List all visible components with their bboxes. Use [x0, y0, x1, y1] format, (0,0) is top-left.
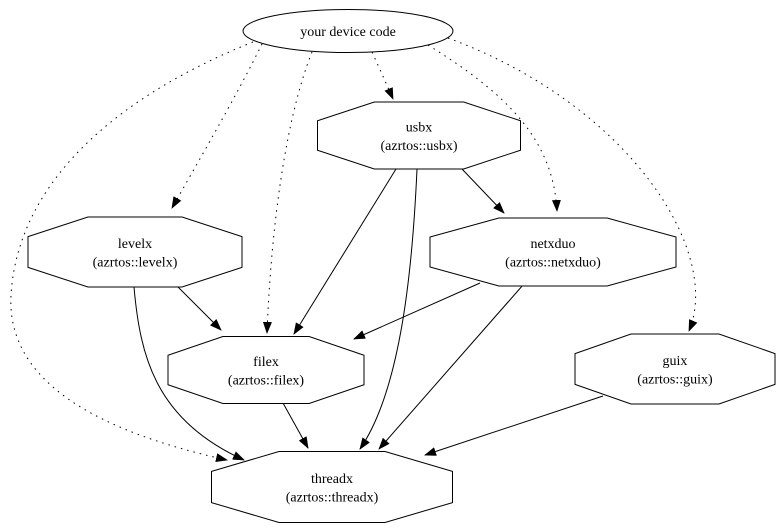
filex-shape: [167, 336, 365, 404]
edge-guix-threadx: [424, 395, 604, 456]
node-label: threadx: [311, 472, 353, 487]
node-label: netxduo: [530, 237, 575, 252]
node-levelx: levelx(azrtos::levelx): [27, 216, 243, 288]
edge-usbx-filex: [293, 168, 397, 335]
edge-netxduo-filex: [353, 282, 481, 340]
node-sublabel: (azrtos::filex): [228, 374, 305, 389]
threadx-shape: [211, 451, 453, 523]
edges-layer: [10, 37, 698, 463]
node-label: guix: [663, 354, 688, 369]
node-label: your device code: [300, 25, 396, 40]
node-sublabel: (azrtos::threadx): [286, 491, 379, 506]
edge-levelx-filex: [177, 286, 222, 331]
netxduo-shape: [429, 217, 677, 287]
node-sublabel: (azrtos::guix): [637, 373, 713, 388]
node-filex: filex(azrtos::filex): [167, 336, 365, 404]
node-threadx: threadx(azrtos::threadx): [211, 451, 453, 523]
edge-filex-threadx: [282, 402, 309, 449]
node-netxduo: netxduo(azrtos::netxduo): [429, 217, 677, 287]
guix-shape: [574, 333, 776, 405]
edge-usbx-threadx: [359, 168, 418, 450]
node-label: filex: [253, 355, 279, 370]
edge-netxduo-threadx: [378, 284, 524, 450]
node-sublabel: (azrtos::usbx): [381, 139, 458, 154]
node-label: usbx: [406, 121, 432, 136]
device_code-shape: [242, 9, 454, 53]
nodes-layer: your device codeusbx(azrtos::usbx)levelx…: [27, 9, 776, 523]
node-label: levelx: [118, 237, 152, 252]
node-usbx: usbx(azrtos::usbx): [317, 101, 521, 170]
edge-usbx-netxduo: [461, 168, 505, 214]
usbx-shape: [317, 101, 521, 170]
edge-levelx-threadx: [133, 286, 245, 461]
node-device_code: your device code: [242, 9, 454, 53]
levelx-shape: [27, 216, 243, 288]
node-sublabel: (azrtos::levelx): [93, 256, 178, 271]
edge-device_code-filex: [262, 51, 313, 334]
node-guix: guix(azrtos::guix): [574, 333, 776, 405]
node-sublabel: (azrtos::netxduo): [505, 256, 601, 271]
